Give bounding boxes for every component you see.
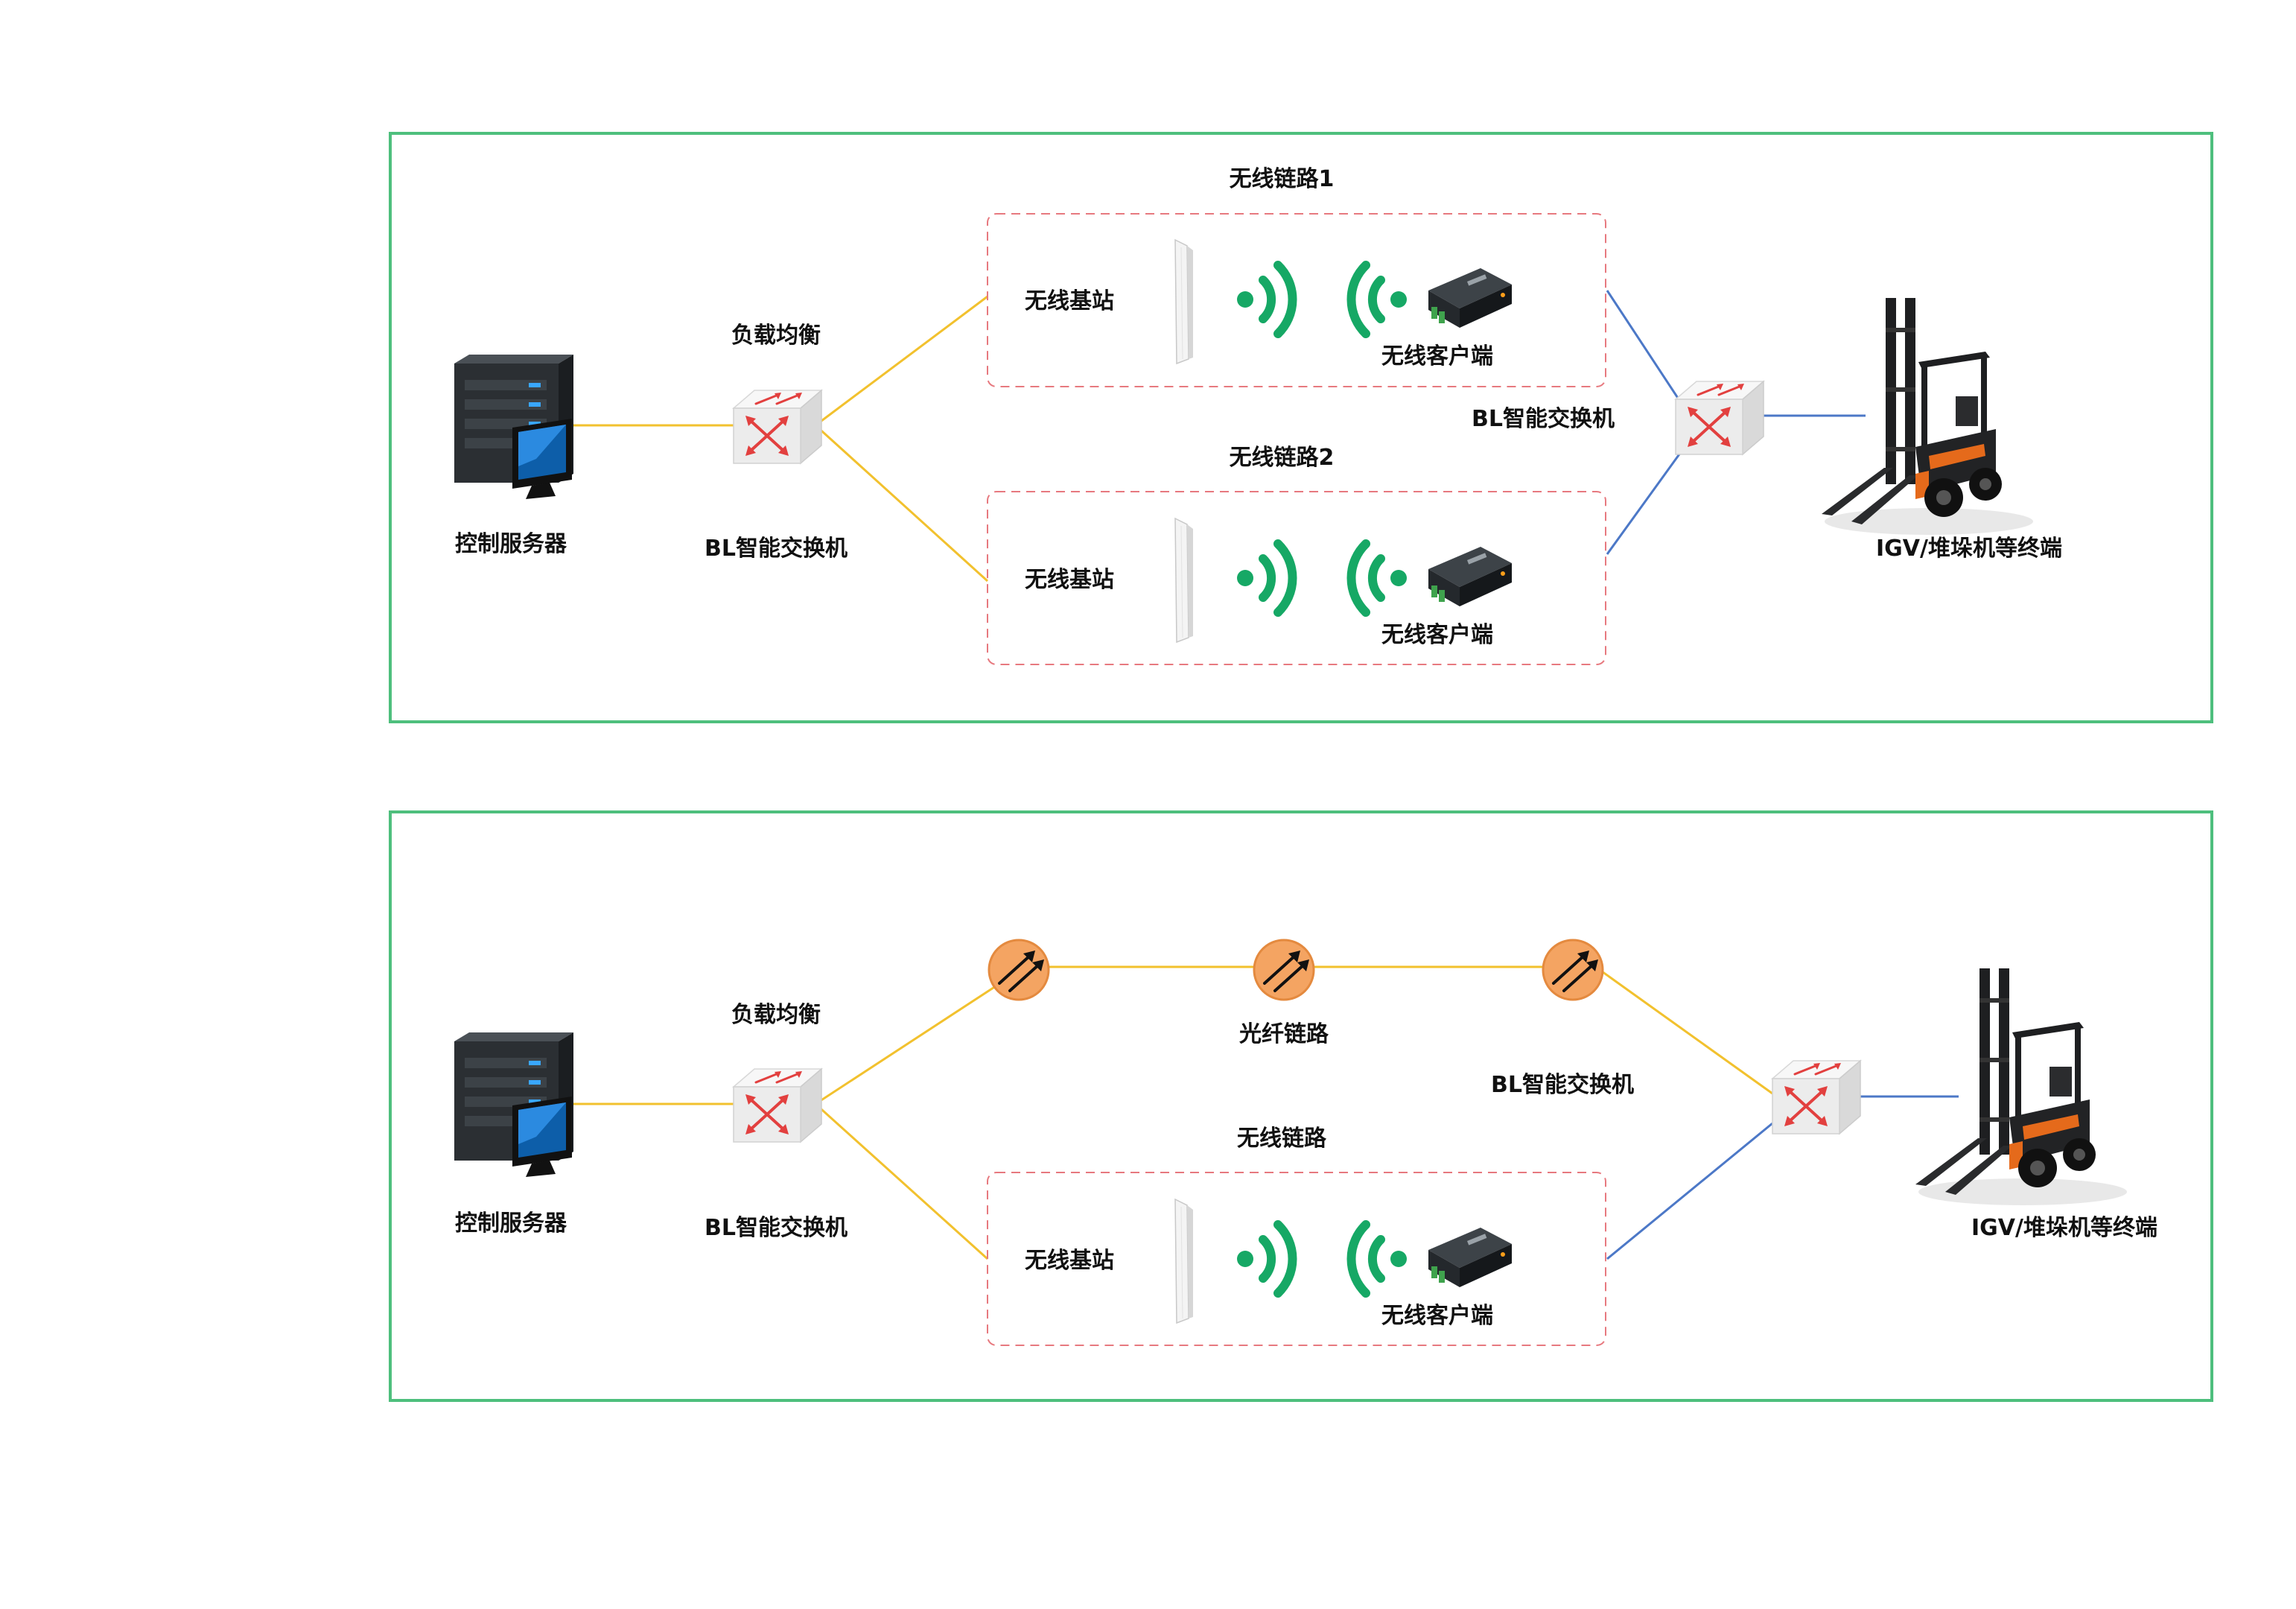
server-icon <box>454 355 573 499</box>
diagram-1: 控制服务器 负载均衡 BL智能交换机 无线链路1 无线基站 无线客户端 无线链路… <box>389 132 2213 723</box>
link-2-title: 无线链路2 <box>1230 445 1335 471</box>
switch-left-label: BL智能交换机 <box>705 536 848 562</box>
link-group1-switch-right <box>1606 290 1686 409</box>
switch-left-label: BL智能交换机 <box>705 1215 848 1241</box>
link-group2-switch-right <box>1606 446 1686 555</box>
link-2-client-label: 无线客户端 <box>1381 622 1493 648</box>
link-switch-wireless <box>814 1102 989 1260</box>
switch-right-label: BL智能交换机 <box>1491 1072 1634 1098</box>
server-label: 控制服务器 <box>455 531 567 557</box>
wireless-client-label: 无线客户端 <box>1381 1303 1493 1329</box>
diagram-2-frame <box>389 810 2213 1402</box>
fiber-node-icon <box>1542 939 1604 1001</box>
diagram-2-links <box>573 965 1959 1260</box>
wireless-base-label: 无线基站 <box>1025 1248 1114 1274</box>
wifi-signal-icon <box>1237 1225 1293 1293</box>
load-balance-label: 负载均衡 <box>731 1002 821 1028</box>
antenna-icon <box>1174 239 1194 364</box>
wifi-signal-icon <box>1237 544 1293 612</box>
wireless-client-device-icon <box>1428 268 1512 328</box>
wireless-link-1-group <box>987 213 1606 387</box>
wifi-signal-icon <box>1351 1225 1407 1293</box>
switch-icon <box>732 389 823 465</box>
fiber-node-icon <box>988 939 1050 1001</box>
wireless-client-device-icon <box>1428 547 1512 606</box>
forklift-icon <box>1915 968 2127 1205</box>
link-1-client-label: 无线客户端 <box>1381 343 1493 369</box>
wifi-signal-icon <box>1351 265 1407 334</box>
switch-icon <box>1771 1059 1862 1135</box>
wireless-link-title: 无线链路 <box>1237 1126 1327 1152</box>
link-switch-group1 <box>815 295 988 427</box>
server-label: 控制服务器 <box>455 1210 567 1237</box>
link-fiber-switch-right <box>1599 968 1773 1095</box>
switch-right-label: BL智能交换机 <box>1472 406 1615 432</box>
wifi-signal-icon <box>1351 544 1407 612</box>
link-switch-fiber <box>815 983 999 1105</box>
link-1-base-label: 无线基站 <box>1025 288 1114 314</box>
switch-icon <box>1674 380 1765 456</box>
antenna-icon <box>1174 1199 1194 1324</box>
link-1-title: 无线链路1 <box>1230 166 1335 192</box>
fiber-node-icon <box>1253 939 1315 1001</box>
switch-icon <box>732 1067 823 1143</box>
diagram-1-links <box>573 290 1866 583</box>
wireless-client-device-icon <box>1428 1228 1512 1287</box>
load-balance-label: 负载均衡 <box>731 323 821 349</box>
link-2-base-label: 无线基站 <box>1025 567 1114 593</box>
wireless-link-group <box>987 1172 1606 1346</box>
antenna-icon <box>1174 518 1194 643</box>
wifi-signal-icon <box>1237 265 1293 334</box>
fiber-link-label: 光纤链路 <box>1239 1021 1329 1047</box>
terminal-label: IGV/堆垛机等终端 <box>1971 1215 2157 1241</box>
diagram-1-frame <box>389 132 2213 723</box>
wireless-link-2-group <box>987 491 1606 665</box>
diagram-2: 控制服务器 负载均衡 BL智能交换机 光纤链路 BL智能交换机 无线链路 无线基… <box>389 810 2213 1402</box>
terminal-label: IGV/堆垛机等终端 <box>1876 536 2062 562</box>
link-wireless-switch-right <box>1606 1122 1773 1260</box>
server-icon <box>454 1032 573 1177</box>
link-switch-group2 <box>814 424 989 583</box>
